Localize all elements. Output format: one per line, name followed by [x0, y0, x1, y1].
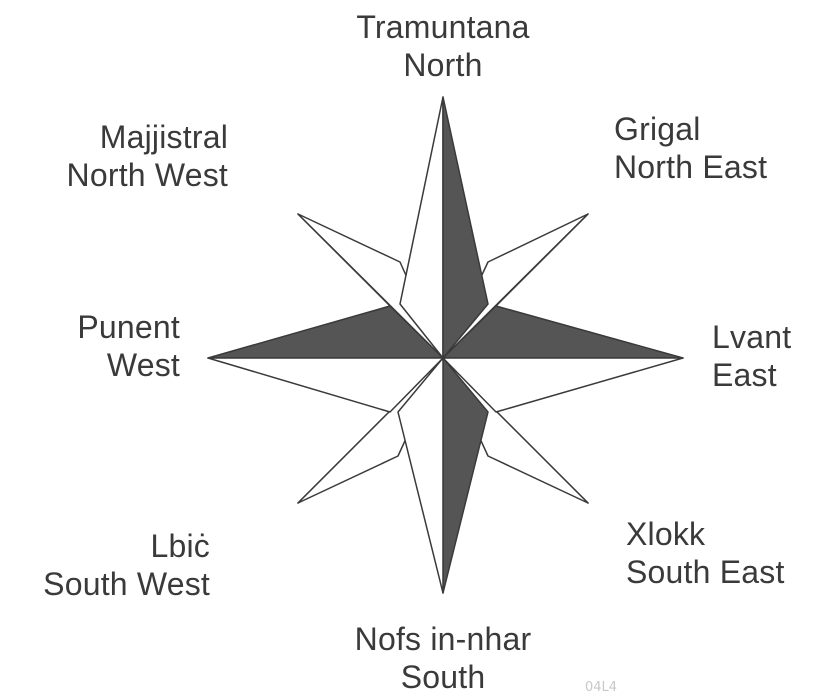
watermark-text: 04L4 [585, 680, 617, 695]
north-east-maltese-name: Grigal [614, 110, 767, 148]
north-east-english-name: North East [614, 148, 767, 186]
label-north-east: Grigal North East [614, 110, 767, 187]
south-east-maltese-name: Xlokk [626, 515, 785, 553]
label-north: Tramuntana North [343, 8, 543, 85]
label-west: Punent West [40, 308, 180, 385]
east-maltese-name: Lvant [712, 318, 791, 356]
north-west-maltese-name: Majjistral [20, 118, 228, 156]
south-east-english-name: South East [626, 553, 785, 591]
south-maltese-name: Nofs in-nhar [333, 620, 553, 658]
label-north-west: Majjistral North West [20, 118, 228, 195]
east-english-name: East [712, 356, 791, 394]
south-west-maltese-name: Lbiċ [12, 527, 210, 565]
label-east: Lvant East [712, 318, 791, 395]
west-maltese-name: Punent [40, 308, 180, 346]
label-south: Nofs in-nhar South [333, 620, 553, 697]
west-english-name: West [40, 346, 180, 384]
north-maltese-name: Tramuntana [343, 8, 543, 46]
south-west-english-name: South West [12, 565, 210, 603]
north-west-english-name: North West [20, 156, 228, 194]
south-english-name: South [333, 658, 553, 696]
label-south-west: Lbiċ South West [12, 527, 210, 604]
cardinal-points [208, 97, 683, 593]
label-south-east: Xlokk South East [626, 515, 785, 592]
north-english-name: North [343, 46, 543, 84]
